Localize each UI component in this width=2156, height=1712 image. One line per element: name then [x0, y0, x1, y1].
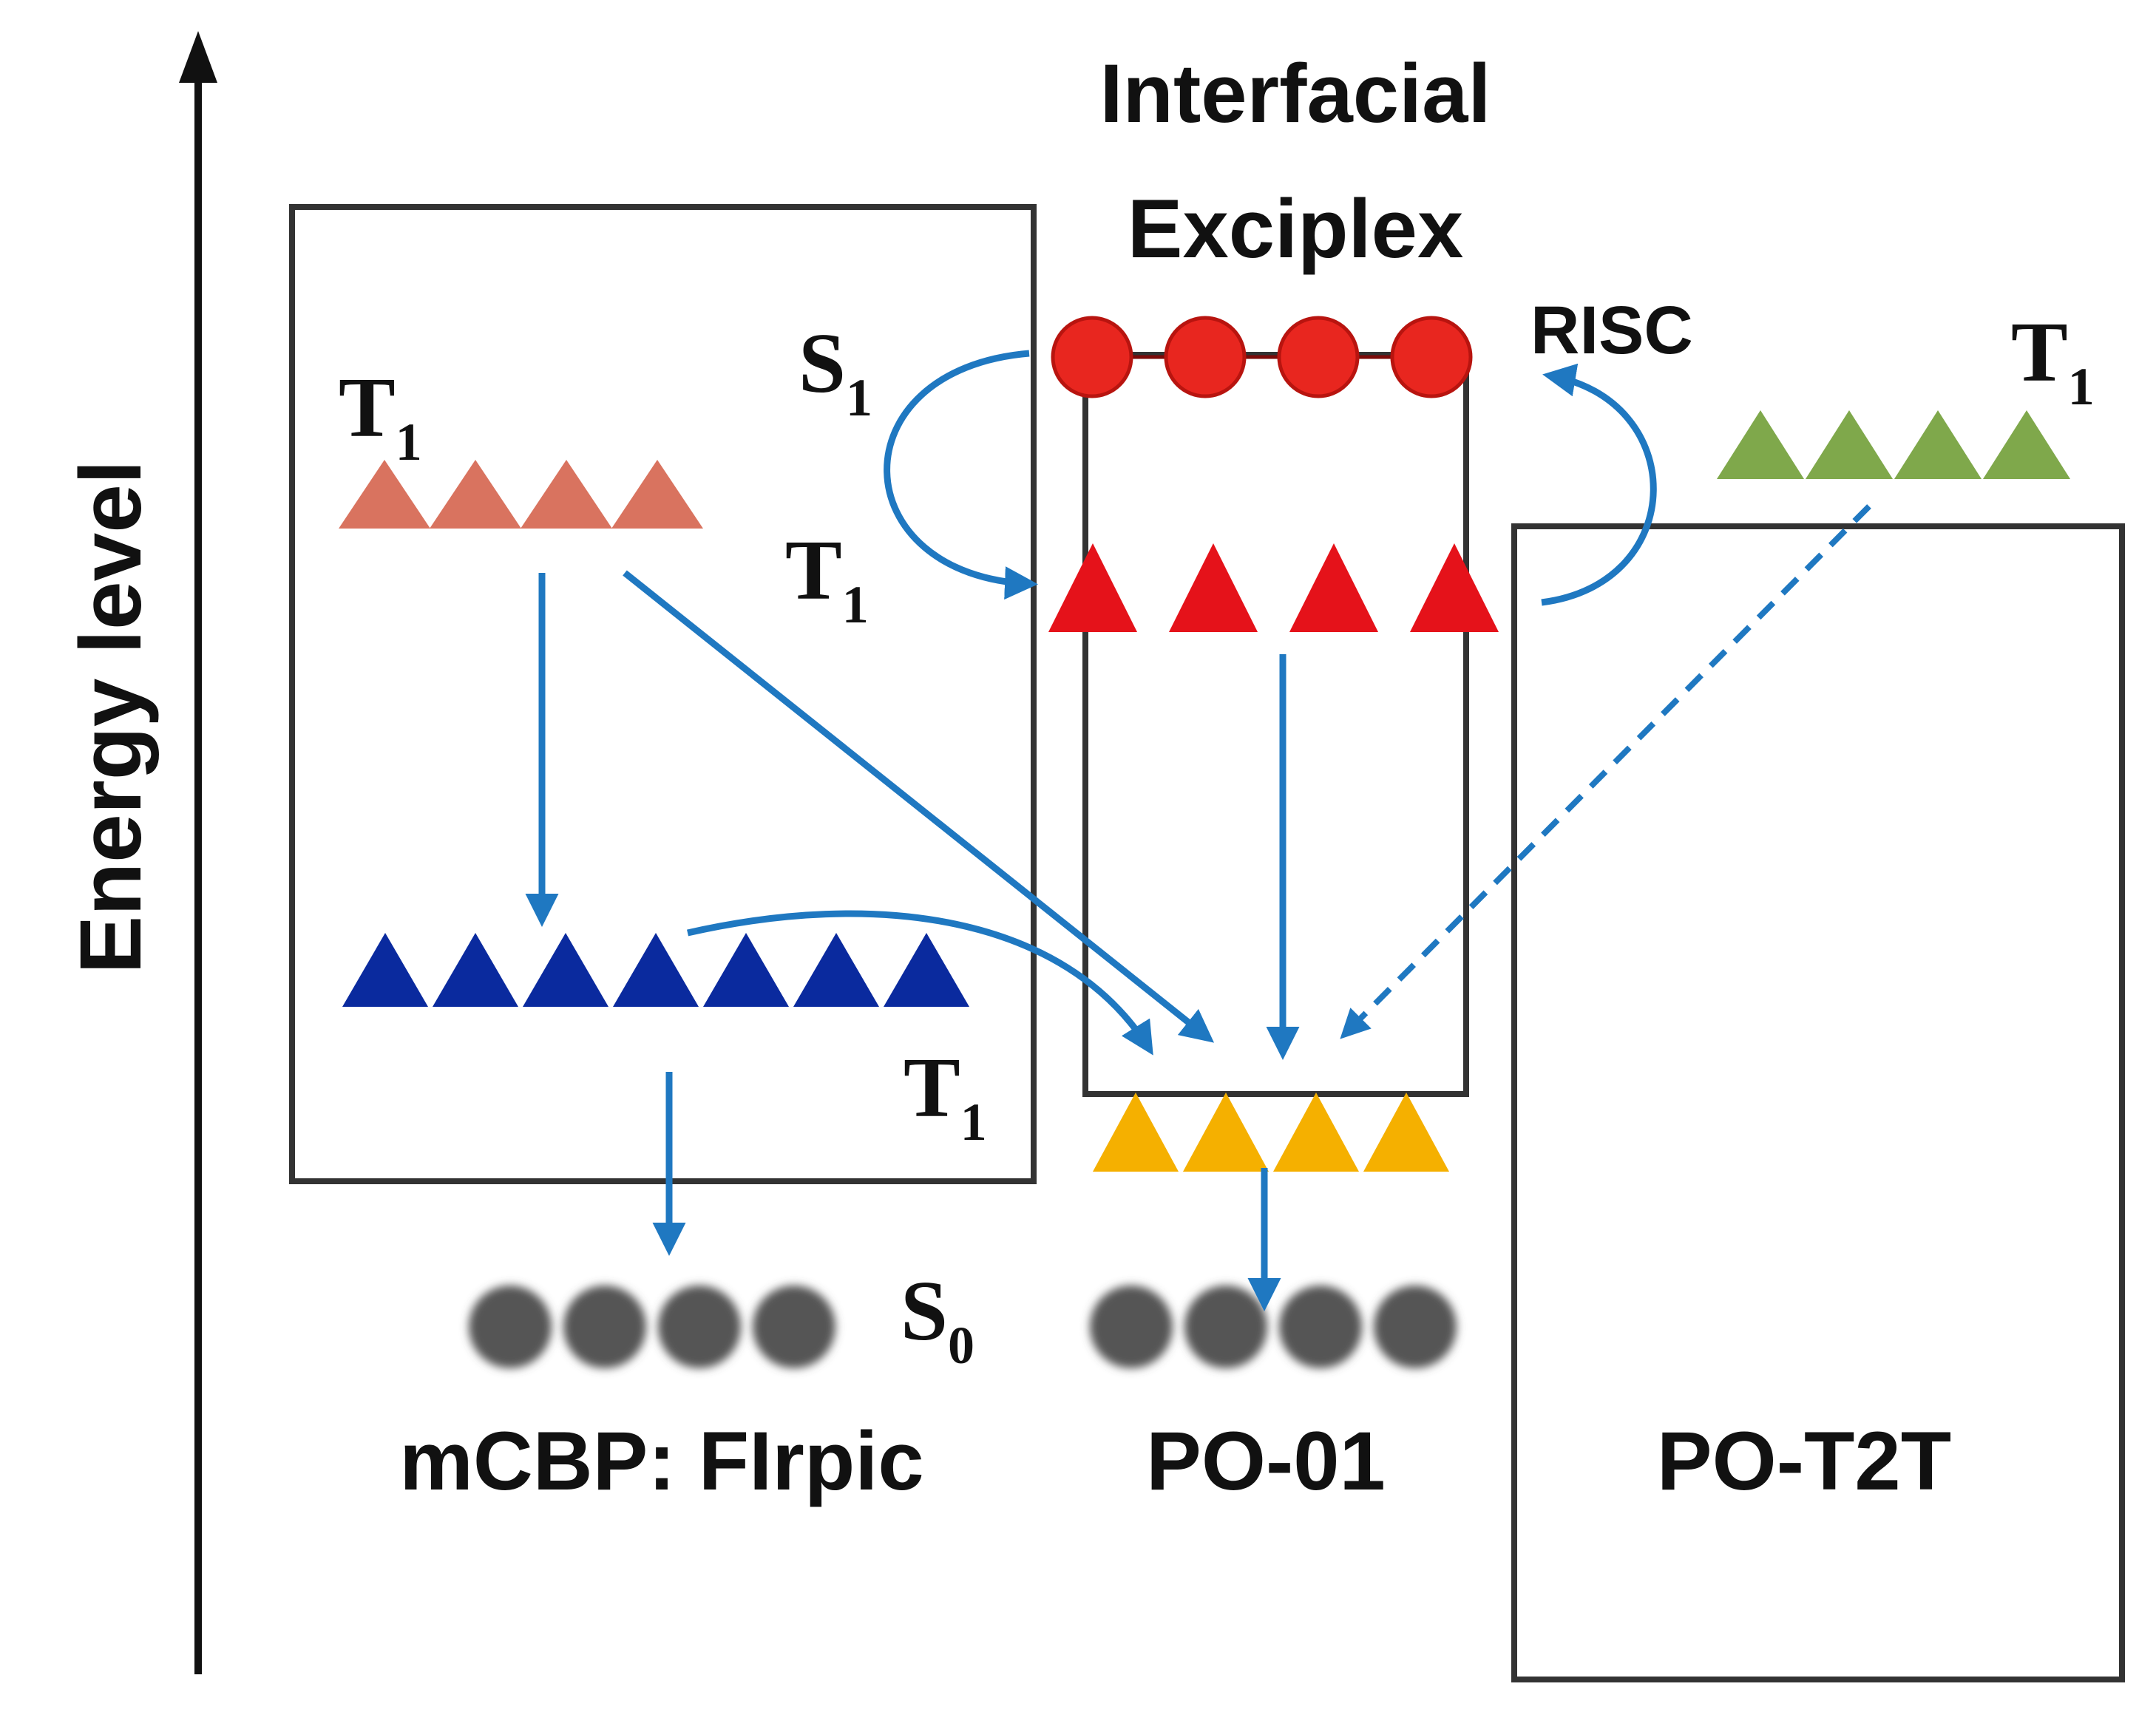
firpic-t1-level	[342, 933, 969, 1007]
triangle-icon	[1363, 1093, 1449, 1172]
circle-icon	[753, 1285, 835, 1368]
energy-axis: Energy level	[62, 31, 217, 1674]
triangle-icon	[1410, 543, 1499, 632]
risc-arrow-icon	[1541, 363, 1657, 606]
exciplex-s1-level	[1051, 316, 1473, 398]
exciplex-s1-label: S1	[799, 316, 872, 427]
exciplex-t1-label: T1	[785, 523, 869, 634]
circle-icon	[1277, 316, 1360, 398]
circle-icon	[1184, 1285, 1267, 1368]
transition-arrows	[525, 350, 1871, 1311]
host-t1-level	[339, 460, 703, 529]
acceptor-material-label: PO-T2T	[1657, 1415, 1951, 1507]
po01-t1-level	[1093, 1093, 1449, 1172]
acceptor-box	[1511, 523, 2125, 1682]
circle-icon	[658, 1285, 741, 1368]
acceptor-t1-level	[1717, 410, 2070, 479]
triangle-icon	[1894, 410, 1982, 479]
circle-icon	[1090, 1285, 1173, 1368]
triangle-icon	[1717, 410, 1804, 479]
acceptor-to-po01-arrow-icon	[1340, 504, 1871, 1039]
circle-icon	[1374, 1285, 1457, 1368]
header-interfacial: Interfacial	[1099, 47, 1491, 140]
host-material-label: mCBP: FIrpic	[399, 1415, 923, 1507]
circle-icon	[469, 1285, 552, 1368]
triangle-icon	[521, 460, 612, 529]
triangle-icon	[430, 460, 521, 529]
triangle-icon	[1273, 1093, 1359, 1172]
exciplex-material-label: PO-01	[1146, 1415, 1386, 1507]
host-to-po01-arrow-icon	[623, 570, 1215, 1043]
acceptor-t1-label: T1	[2011, 305, 2095, 416]
triangle-icon	[339, 460, 430, 529]
triangle-icon	[1806, 410, 1893, 479]
firpic-to-po01-arrow-icon	[687, 910, 1153, 1056]
circle-icon	[1279, 1285, 1362, 1368]
triangle-icon	[1169, 543, 1258, 632]
isc-arrow-icon	[884, 350, 1038, 600]
triangle-icon	[523, 933, 609, 1007]
triangle-icon	[884, 933, 969, 1007]
circle-icon	[1164, 316, 1247, 398]
circle-icon	[1051, 316, 1133, 398]
firpic-t1-label: T1	[904, 1041, 987, 1152]
host-box	[289, 204, 1037, 1184]
axis-label: Energy level	[62, 460, 160, 974]
triangle-icon	[1093, 1093, 1179, 1172]
exciplex-t1-level	[1048, 543, 1499, 632]
triangle-icon	[342, 933, 428, 1007]
triangle-icon	[1289, 543, 1378, 632]
triangle-icon	[613, 933, 699, 1007]
risc-label: RISC	[1530, 293, 1693, 368]
axis-arrow-icon	[179, 31, 217, 83]
circle-icon	[563, 1285, 646, 1368]
exciplex-box	[1082, 352, 1469, 1097]
triangle-icon	[793, 933, 879, 1007]
triangle-icon	[433, 933, 518, 1007]
circle-icon	[1390, 316, 1473, 398]
triangle-icon	[1183, 1093, 1269, 1172]
host-t1-label: T1	[339, 361, 422, 472]
triangle-icon	[1983, 410, 2070, 479]
s0-label: S0	[901, 1264, 974, 1375]
exciplex-s0-level	[1090, 1285, 1457, 1368]
triangle-icon	[611, 460, 703, 529]
header-exciplex: Exciplex	[1128, 183, 1464, 275]
triangle-icon	[1048, 543, 1137, 632]
triangle-icon	[703, 933, 789, 1007]
host-s0-level	[469, 1285, 835, 1368]
